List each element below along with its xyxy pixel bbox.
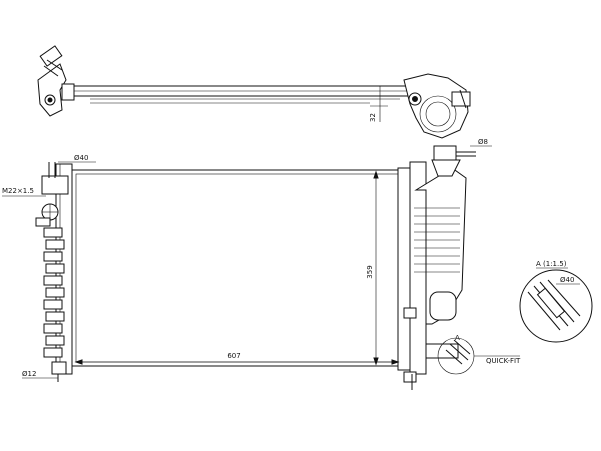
right-tank <box>397 145 476 390</box>
dimension-depth-label: 32 <box>369 113 377 122</box>
thread-label: M22×1.5 <box>2 187 34 195</box>
quick-fit-label: QUICK-FIT <box>486 357 521 365</box>
vent-diameter-label: Ø8 <box>478 138 488 146</box>
callout-inlet-diameter: Ø40 <box>58 154 96 163</box>
radiator-core <box>71 169 403 367</box>
detail-marker: A QUICK-FIT <box>437 334 521 375</box>
detail-view: A (1:1.5) Ø40 <box>519 260 593 343</box>
top-view: 32 <box>37 45 471 139</box>
inlet-diameter-label: Ø40 <box>74 154 88 162</box>
dimension-width: 607 <box>74 352 400 365</box>
dimension-height-label: 359 <box>366 265 374 278</box>
top-view-left-tank <box>37 45 75 117</box>
dimension-width-label: 607 <box>227 352 240 360</box>
detail-diameter-label: Ø40 <box>560 276 574 284</box>
outlet-diameter-label: Ø12 <box>22 370 36 378</box>
top-view-right-tank <box>403 73 471 139</box>
dimension-depth: 32 <box>369 85 388 122</box>
callout-vent-diameter: Ø8 <box>470 138 492 147</box>
callout-outlet-diameter: Ø12 <box>22 370 58 379</box>
detail-marker-letter: A <box>455 334 460 342</box>
detail-title: A (1:1.5) <box>536 260 567 268</box>
left-tank <box>35 162 73 382</box>
callout-thread: M22×1.5 <box>2 187 46 197</box>
dimension-height: 359 <box>366 170 379 366</box>
front-view: 607 359 Ø40 M22×1.5 Ø12 Ø8 <box>2 138 521 390</box>
